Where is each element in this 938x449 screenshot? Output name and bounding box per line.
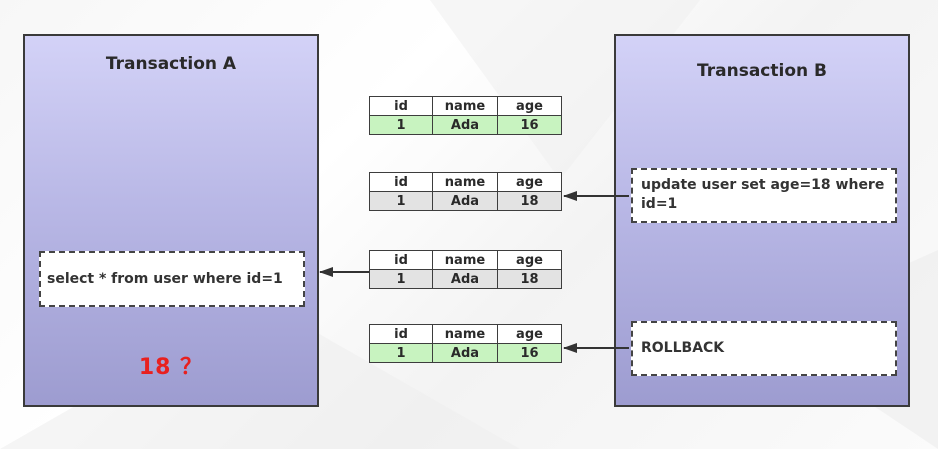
table-cell: 1 [369, 115, 433, 135]
select-query-text: select * from user where id=1 [47, 270, 283, 287]
table-cell: Ada [432, 115, 498, 135]
table-cell: 16 [497, 343, 562, 363]
transaction-b-title: Transaction B [697, 61, 827, 81]
header-cell: age [497, 172, 562, 192]
table-cell: Ada [432, 343, 498, 363]
header-cell: age [497, 250, 562, 270]
read-result-label: 18 ？ [138, 355, 204, 380]
table-cell: 1 [369, 343, 433, 363]
header-cell: age [497, 324, 562, 344]
user-table-state-1: id name age 1 Ada 16 [369, 96, 562, 135]
table-cell: 1 [369, 269, 433, 289]
update-query-box: update user set age=18 where id=1 [631, 168, 897, 223]
header-cell: name [432, 96, 498, 116]
table-header-row: id name age [369, 250, 562, 270]
table-header-row: id name age [369, 96, 562, 116]
update-query-text: update user set age=18 where id=1 [641, 177, 885, 212]
transaction-b-panel: Transaction B update user set age=18 whe… [614, 34, 910, 407]
user-table-state-4: id name age 1 Ada 16 [369, 324, 562, 363]
table-cell: 18 [497, 191, 562, 211]
table-header-row: id name age [369, 324, 562, 344]
user-table-state-2: id name age 1 Ada 18 [369, 172, 562, 211]
user-table-state-3: id name age 1 Ada 18 [369, 250, 562, 289]
select-query-box: select * from user where id=1 [39, 251, 305, 307]
table-cell: 16 [497, 115, 562, 135]
table-row: 1 Ada 16 [369, 343, 562, 363]
table-row: 1 Ada 18 [369, 191, 562, 211]
transaction-a-panel: Transaction A select * from user where i… [23, 34, 319, 407]
header-cell: id [369, 324, 433, 344]
transaction-a-title: Transaction A [105, 54, 237, 74]
table-row: 1 Ada 18 [369, 269, 562, 289]
table-cell: Ada [432, 191, 498, 211]
rollback-box: ROLLBACK [631, 321, 897, 376]
table-cell: 1 [369, 191, 433, 211]
header-cell: id [369, 96, 433, 116]
table-cell: Ada [432, 269, 498, 289]
rollback-text: ROLLBACK [641, 340, 725, 356]
table-cell: 18 [497, 269, 562, 289]
header-cell: age [497, 96, 562, 116]
table-row: 1 Ada 16 [369, 115, 562, 135]
